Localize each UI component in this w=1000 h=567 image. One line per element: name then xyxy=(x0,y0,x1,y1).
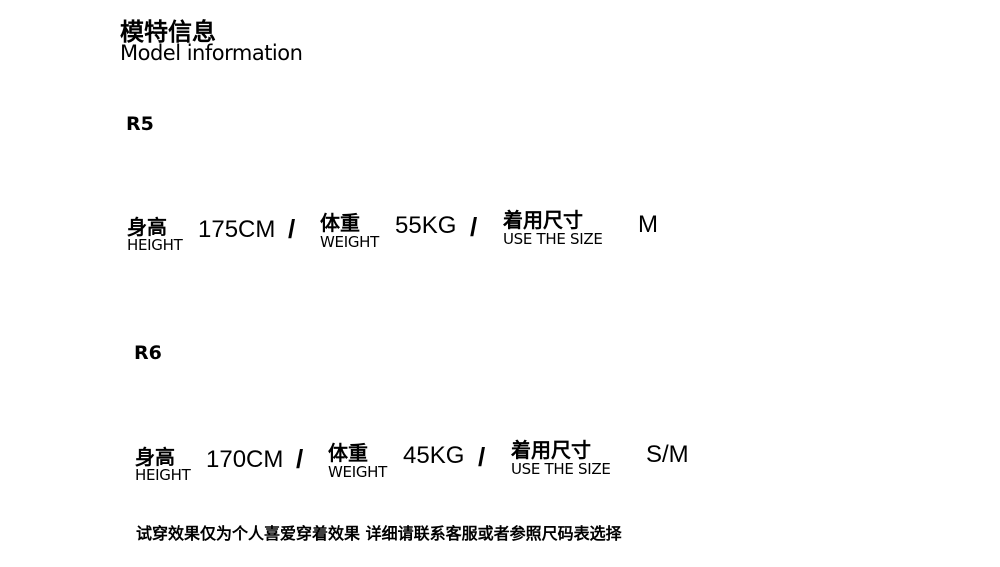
weight-label-cn: 体重 xyxy=(320,211,360,235)
title-en: Model information xyxy=(120,41,303,65)
height-label-cn: 身高 xyxy=(127,215,167,239)
height-label-en: HEIGHT xyxy=(127,236,183,254)
height-label-en: HEIGHT xyxy=(135,466,191,484)
model-stats-r5: 身高 HEIGHT 175CM / 体重 WEIGHT 55KG / 着用尺寸 … xyxy=(0,0,1000,254)
separator: / xyxy=(470,212,478,242)
weight-label-cn: 体重 xyxy=(328,441,368,465)
height-value: 175CM xyxy=(198,216,276,243)
separator: / xyxy=(288,214,296,244)
size-label-cn: 着用尺寸 xyxy=(503,208,583,232)
weight-value: 55KG xyxy=(395,212,457,239)
size-value: S/M xyxy=(646,441,689,468)
height-value: 170CM xyxy=(206,446,284,473)
size-label-en: USE THE SIZE xyxy=(511,460,611,478)
model-name: R5 xyxy=(126,113,154,135)
height-label-cn: 身高 xyxy=(135,445,175,469)
weight-label-en: WEIGHT xyxy=(320,233,379,251)
size-label-cn: 着用尺寸 xyxy=(511,438,591,462)
model-stats-r6: 身高 HEIGHT 170CM / 体重 WEIGHT 45KG / 着用尺寸 … xyxy=(8,230,1000,484)
model-name: R6 xyxy=(134,342,162,364)
weight-value: 45KG xyxy=(403,442,465,469)
size-label-en: USE THE SIZE xyxy=(503,230,603,248)
separator: / xyxy=(296,444,304,474)
weight-label-en: WEIGHT xyxy=(328,463,387,481)
fit-note: 试穿效果仅为个人喜爱穿着效果 详细请联系客服或者参照尺码表选择 xyxy=(136,524,622,543)
title-cn: 模特信息 xyxy=(120,18,216,46)
size-value: M xyxy=(638,211,658,238)
separator: / xyxy=(478,442,486,472)
